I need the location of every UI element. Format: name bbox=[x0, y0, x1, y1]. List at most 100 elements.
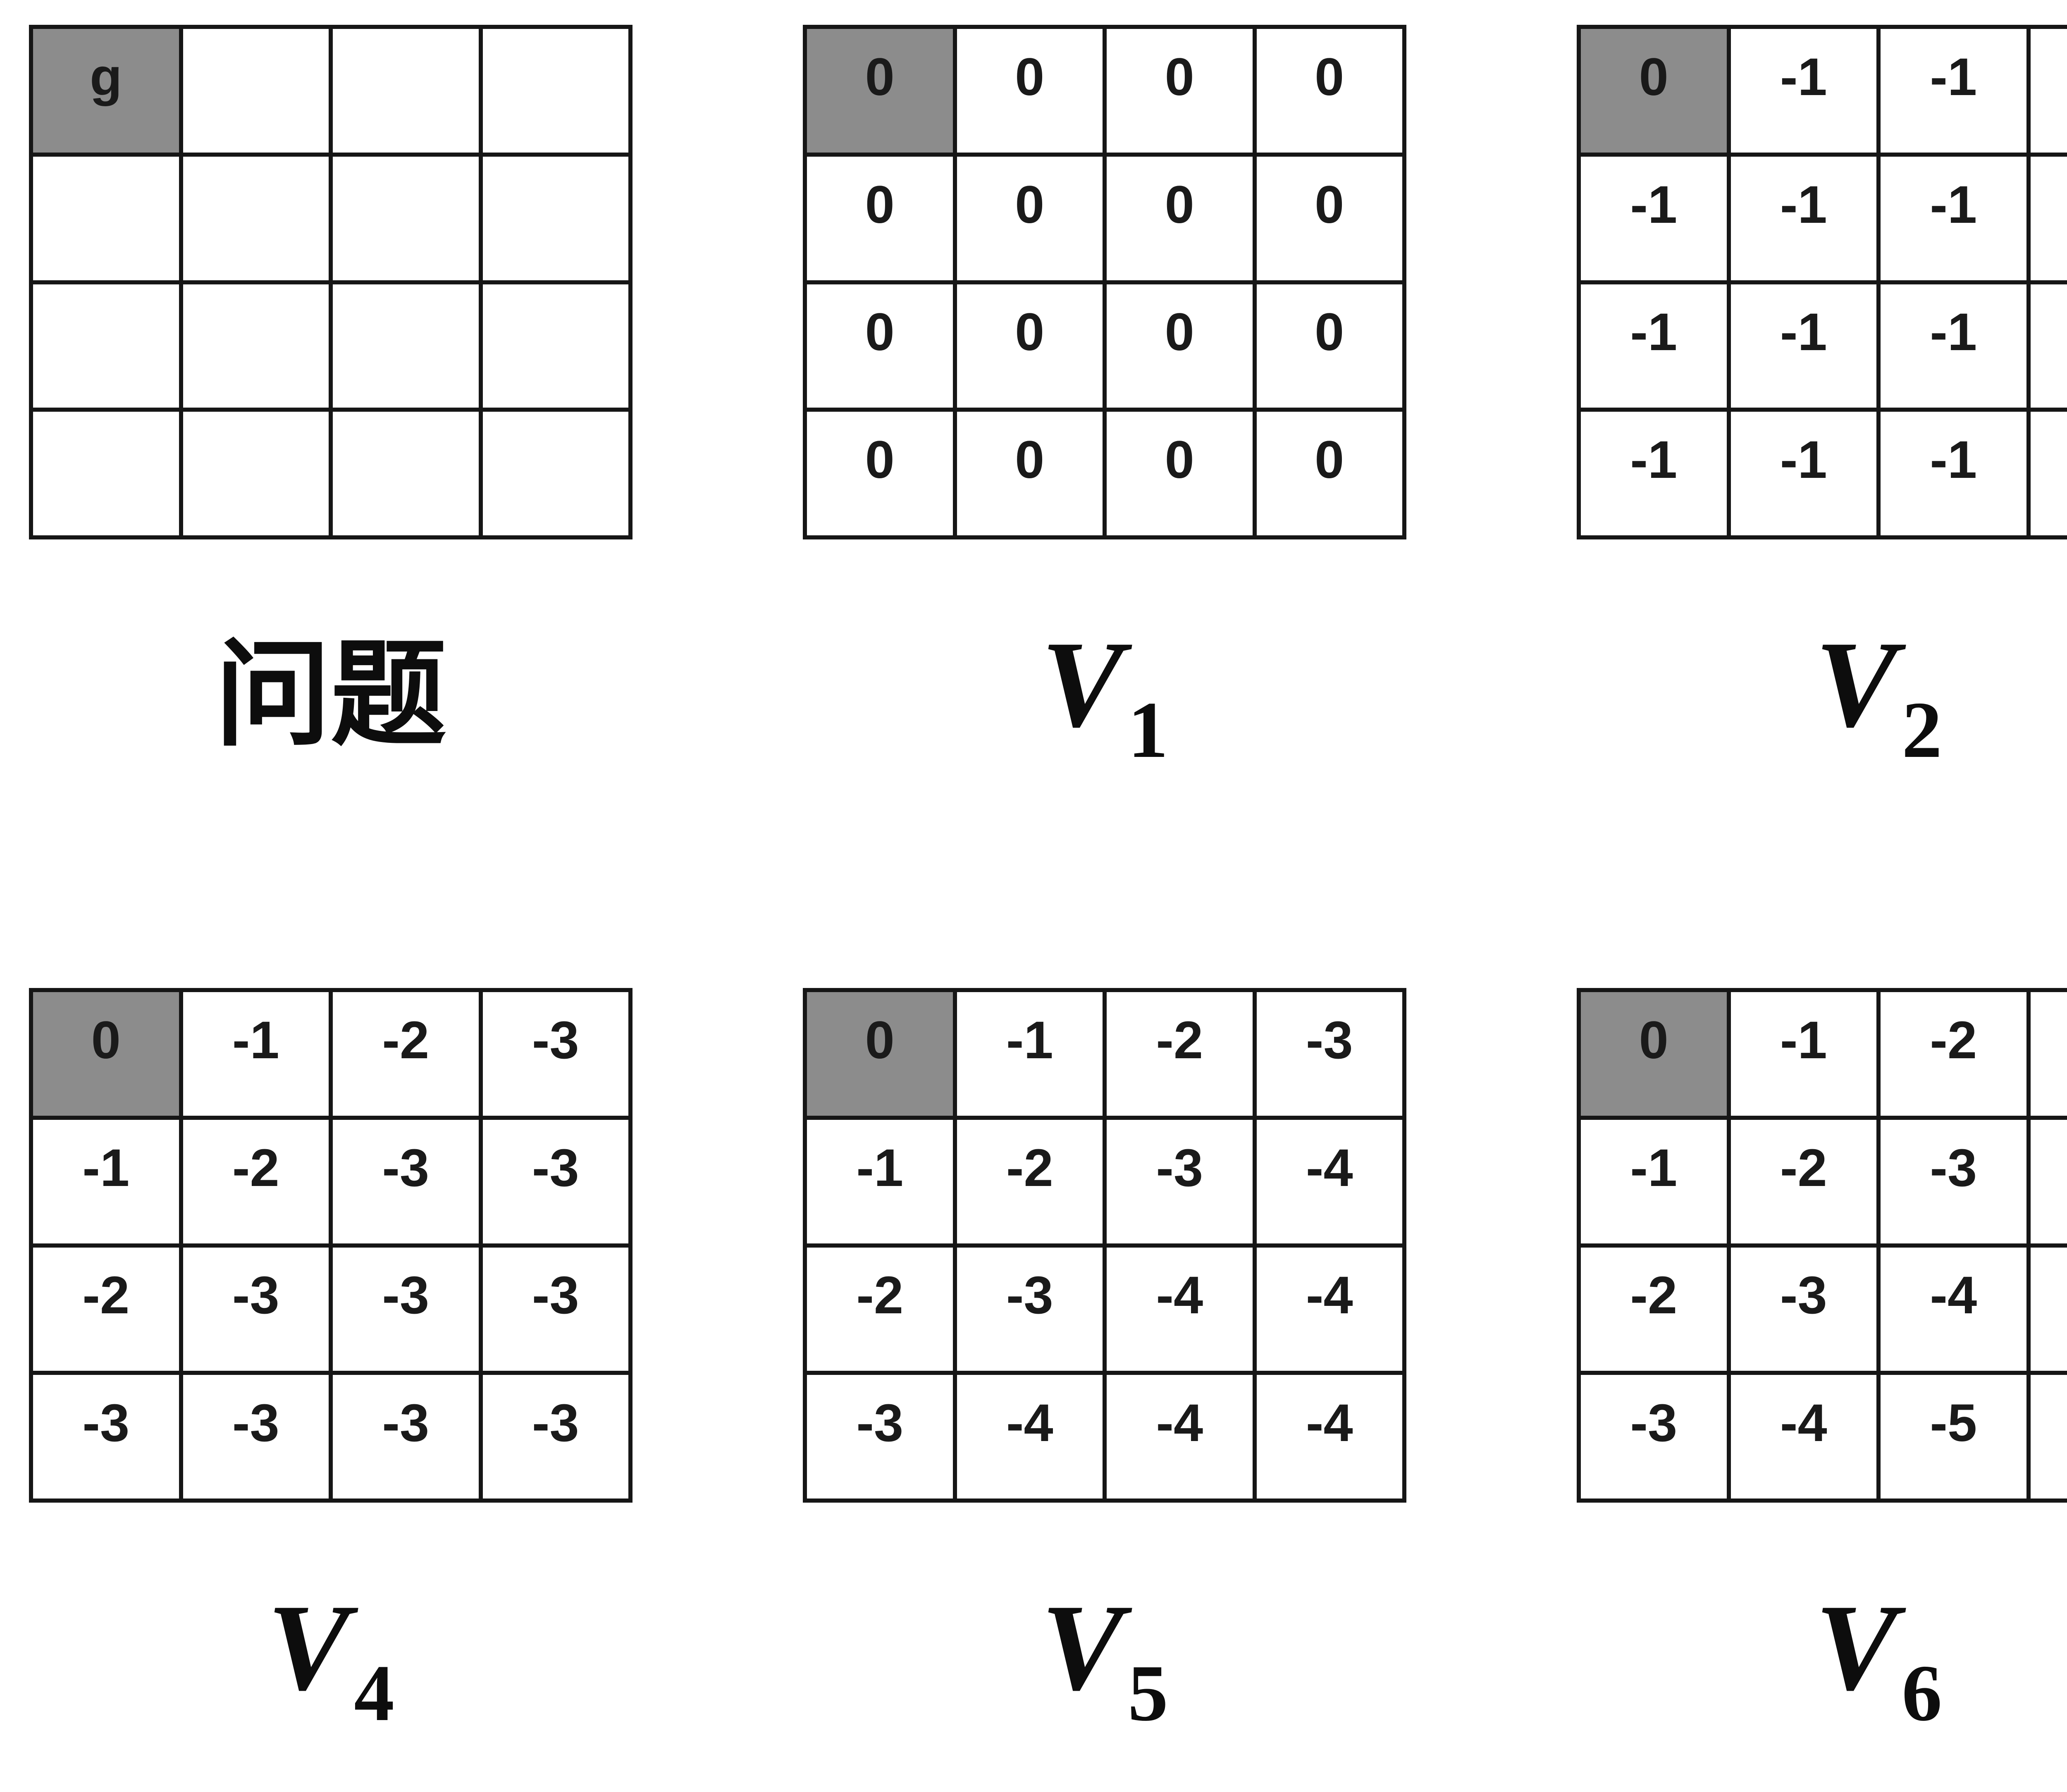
grid-label: V1 bbox=[803, 539, 1406, 829]
goal-cell: g bbox=[33, 29, 179, 153]
grid-cell: -3 bbox=[483, 1248, 629, 1371]
goal-cell: 0 bbox=[1581, 992, 1727, 1116]
grid-cell: 0 bbox=[1257, 284, 1403, 408]
gridworld-grid-v6: 0-1-2-3-1-2-3-4-2-3-4-5-3-4-5-5 bbox=[1577, 988, 2067, 1503]
grid-cell bbox=[183, 284, 329, 408]
grid-cell: -1 bbox=[1581, 157, 1727, 280]
grid-cell: -5 bbox=[2031, 1248, 2067, 1371]
grid-cell bbox=[33, 157, 179, 280]
gridworld-grid-problem: g bbox=[29, 25, 633, 539]
grid-block-v6: 0-1-2-3-1-2-3-4-2-3-4-5-3-4-5-5 V6 bbox=[1577, 988, 2067, 1792]
grid-cell: 0 bbox=[1107, 284, 1253, 408]
grid-cell: -4 bbox=[1257, 1120, 1403, 1243]
grid-cell bbox=[333, 29, 479, 153]
grid-cell: 0 bbox=[1257, 412, 1403, 535]
grid-label-base: V4 bbox=[267, 1585, 394, 1709]
grid-cell: -2 bbox=[1731, 1120, 1877, 1243]
grid-cell: -1 bbox=[1881, 412, 2026, 535]
grid-cell bbox=[33, 284, 179, 408]
grid-label-subscript: 4 bbox=[354, 1649, 394, 1738]
gridworld-grid-v5: 0-1-2-3-1-2-3-4-2-3-4-4-3-4-4-4 bbox=[803, 988, 1406, 1503]
grid-cell: -1 bbox=[1731, 29, 1877, 153]
grid-cell: -4 bbox=[1731, 1375, 1877, 1499]
grid-cell bbox=[483, 284, 629, 408]
grid-cell: -3 bbox=[2031, 992, 2067, 1116]
grid-cell: -5 bbox=[1881, 1375, 2026, 1499]
grid-cell: 0 bbox=[807, 157, 953, 280]
grid-cell: -3 bbox=[33, 1375, 179, 1499]
grid-cell: -3 bbox=[1881, 1120, 2026, 1243]
grid-cell bbox=[333, 157, 479, 280]
grid-cell: -2 bbox=[1581, 1248, 1727, 1371]
grid-cell: -2 bbox=[807, 1248, 953, 1371]
grid-cell: 0 bbox=[1257, 29, 1403, 153]
grid-cell bbox=[183, 412, 329, 535]
grid-cell: -2 bbox=[957, 1120, 1103, 1243]
grid-cell: -1 bbox=[2031, 157, 2067, 280]
grid-cell: -3 bbox=[1581, 1375, 1727, 1499]
goal-cell: 0 bbox=[807, 29, 953, 153]
grid-cell: 0 bbox=[1107, 29, 1253, 153]
grid-label-subscript: 2 bbox=[1902, 685, 1942, 775]
gridworld-grid-v4: 0-1-2-3-1-2-3-3-2-3-3-3-3-3-3-3 bbox=[29, 988, 633, 1503]
grid-cell: -1 bbox=[2031, 29, 2067, 153]
grid-cell: 0 bbox=[807, 284, 953, 408]
grid-cell: -3 bbox=[1731, 1248, 1877, 1371]
grid-cell: -1 bbox=[2031, 284, 2067, 408]
grid-cell: -1 bbox=[807, 1120, 953, 1243]
grid-cell: -3 bbox=[483, 1375, 629, 1499]
grid-cell: 0 bbox=[1107, 412, 1253, 535]
grid-cell bbox=[183, 157, 329, 280]
grid-cell bbox=[483, 412, 629, 535]
grid-cell: -3 bbox=[1257, 992, 1403, 1116]
grid-cell bbox=[33, 412, 179, 535]
grid-cell: -4 bbox=[2031, 1120, 2067, 1243]
grid-cell bbox=[183, 29, 329, 153]
grid-label-base: V5 bbox=[1041, 1585, 1168, 1709]
grid-block-v4: 0-1-2-3-1-2-3-3-2-3-3-3-3-3-3-3 V4 bbox=[29, 988, 633, 1792]
grid-cell: -1 bbox=[1731, 412, 1877, 535]
grid-block-v2: 0-1-1-1-1-1-1-1-1-1-1-1-1-1-1-1 V2 bbox=[1577, 25, 2067, 829]
grid-cell: -1 bbox=[1731, 284, 1877, 408]
grid-cell: -1 bbox=[1581, 284, 1727, 408]
grid-cell bbox=[483, 29, 629, 153]
grid-cell: -1 bbox=[1731, 157, 1877, 280]
grid-cell: -4 bbox=[1257, 1248, 1403, 1371]
grid-cell: -4 bbox=[1107, 1375, 1253, 1499]
grid-label: V4 bbox=[29, 1503, 633, 1792]
grid-cell: -1 bbox=[1881, 29, 2026, 153]
grid-cell: -3 bbox=[333, 1375, 479, 1499]
grid-cell: -3 bbox=[183, 1248, 329, 1371]
grid-cell: -3 bbox=[333, 1120, 479, 1243]
gridworld-grid-v2: 0-1-1-1-1-1-1-1-1-1-1-1-1-1-1-1 bbox=[1577, 25, 2067, 539]
grid-cell: -1 bbox=[33, 1120, 179, 1243]
grid-cell: -1 bbox=[957, 992, 1103, 1116]
grid-cell: -1 bbox=[2031, 412, 2067, 535]
grid-label: V2 bbox=[1577, 539, 2067, 829]
grid-cell: -3 bbox=[807, 1375, 953, 1499]
grid-cell: -1 bbox=[1581, 412, 1727, 535]
grid-cell: 0 bbox=[957, 412, 1103, 535]
grid-label-subscript: 1 bbox=[1128, 685, 1168, 775]
grid-cell: 0 bbox=[1257, 157, 1403, 280]
grid-label-text: 问题 bbox=[215, 600, 446, 768]
grid-label-subscript: 5 bbox=[1128, 1649, 1168, 1738]
grid-cell: -4 bbox=[1107, 1248, 1253, 1371]
grid-label-base: V1 bbox=[1041, 622, 1168, 746]
grid-cell: 0 bbox=[957, 157, 1103, 280]
grid-label-subscript: 6 bbox=[1902, 1649, 1942, 1738]
grid-cell: -1 bbox=[183, 992, 329, 1116]
grid-cell: -3 bbox=[1107, 1120, 1253, 1243]
grid-block-problem: g 问题 bbox=[29, 25, 633, 829]
grid-cell: 0 bbox=[807, 412, 953, 535]
grid-cell: -4 bbox=[1881, 1248, 2026, 1371]
grid-cell: -3 bbox=[483, 1120, 629, 1243]
grid-cell: -2 bbox=[33, 1248, 179, 1371]
grid-label: V5 bbox=[803, 1503, 1406, 1792]
goal-cell: 0 bbox=[1581, 29, 1727, 153]
grid-cell: -2 bbox=[1881, 992, 2026, 1116]
grid-cell: -1 bbox=[1881, 157, 2026, 280]
